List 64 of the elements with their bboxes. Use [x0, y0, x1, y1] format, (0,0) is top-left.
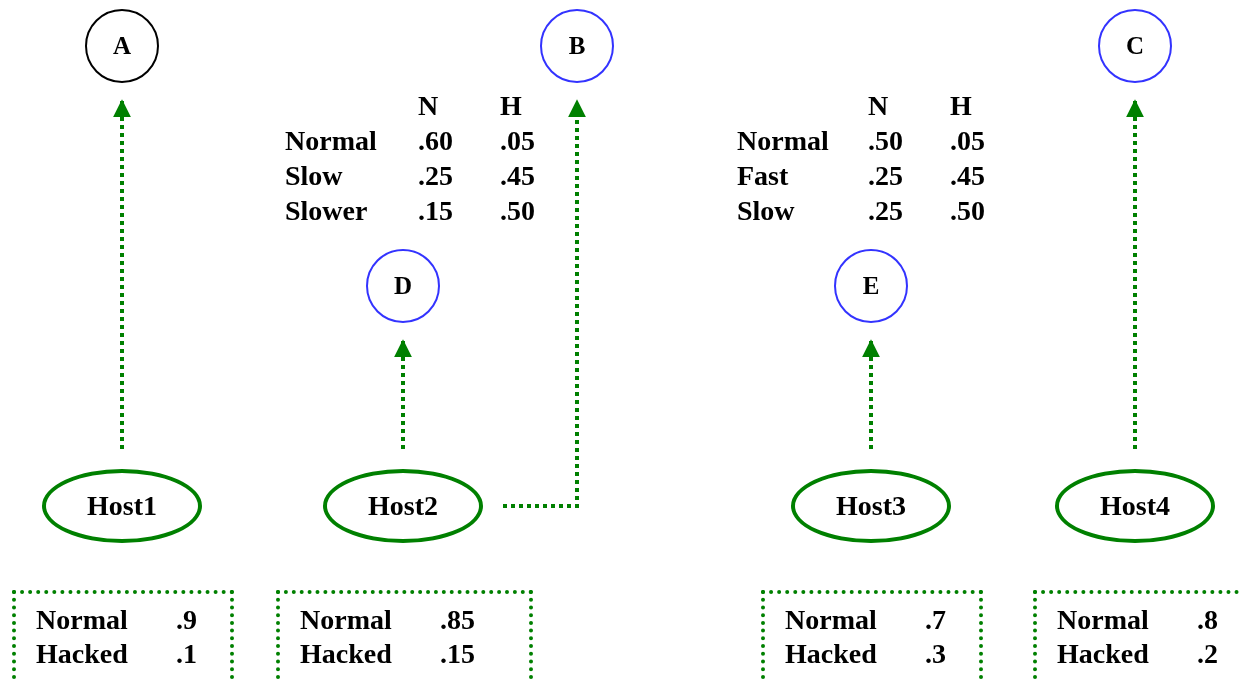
state-label: Hacked — [1057, 637, 1150, 671]
host-ellipse — [791, 469, 951, 543]
probability-value: .9 — [176, 603, 197, 637]
table-text: Slow — [737, 195, 795, 227]
node-label: Host4 — [1100, 489, 1170, 523]
probability-value: .2 — [1197, 637, 1218, 671]
state-label: Normal — [300, 603, 393, 637]
arrow — [113, 99, 131, 449]
host-ellipse — [1055, 469, 1215, 543]
table-text: .15 — [418, 195, 453, 227]
host-ellipse — [42, 469, 202, 543]
table-text: .25 — [868, 195, 903, 227]
probability-box — [761, 590, 983, 680]
node-label: Host3 — [836, 489, 906, 523]
probability-value: .1 — [176, 637, 197, 671]
table-text: .05 — [500, 125, 535, 157]
table-text: .25 — [418, 160, 453, 192]
table-text: .50 — [950, 195, 985, 227]
column-header: N — [868, 90, 889, 122]
state-label: Normal — [1057, 603, 1150, 637]
arrow — [862, 339, 880, 449]
state-label: Hacked — [300, 637, 393, 671]
table-text: Slow — [285, 160, 343, 192]
table-text: .45 — [500, 160, 535, 192]
host-ellipse — [323, 469, 483, 543]
table-text: Fast — [737, 160, 789, 192]
node-circle — [834, 249, 908, 323]
table-text: .50 — [500, 195, 535, 227]
node-label: B — [568, 31, 586, 61]
probability-value: .15 — [440, 637, 475, 671]
state-label: Normal — [36, 603, 129, 637]
probability-box — [276, 590, 533, 680]
table-text: .60 — [418, 125, 453, 157]
table-text: Normal — [285, 125, 377, 157]
arrow — [1126, 99, 1144, 449]
probability-value: .7 — [925, 603, 946, 637]
node-circle — [540, 9, 614, 83]
column-header: H — [950, 90, 972, 122]
node-label: E — [862, 271, 880, 301]
arrow — [394, 339, 412, 449]
table-text: .25 — [868, 160, 903, 192]
state-label: Hacked — [36, 637, 129, 671]
node-label: C — [1125, 31, 1145, 61]
state-label: Hacked — [785, 637, 878, 671]
table-text: Normal — [737, 125, 829, 157]
node-label: D — [393, 271, 413, 301]
node-circle — [85, 9, 159, 83]
probability-value: .8 — [1197, 603, 1218, 637]
table-text: Slower — [285, 195, 368, 227]
table-text: .05 — [950, 125, 985, 157]
node-circle — [1098, 9, 1172, 83]
node-label: Host1 — [87, 489, 157, 523]
probability-box — [12, 590, 234, 680]
probability-value: .3 — [925, 637, 946, 671]
node-circle — [366, 249, 440, 323]
node-label: Host2 — [368, 489, 438, 523]
arrow — [503, 99, 586, 508]
table-text: .50 — [868, 125, 903, 157]
state-label: Normal — [785, 603, 878, 637]
table-text: .45 — [950, 160, 985, 192]
column-header: H — [500, 90, 522, 122]
column-header: N — [418, 90, 439, 122]
probability-value: .85 — [440, 603, 475, 637]
node-label: A — [112, 31, 132, 61]
